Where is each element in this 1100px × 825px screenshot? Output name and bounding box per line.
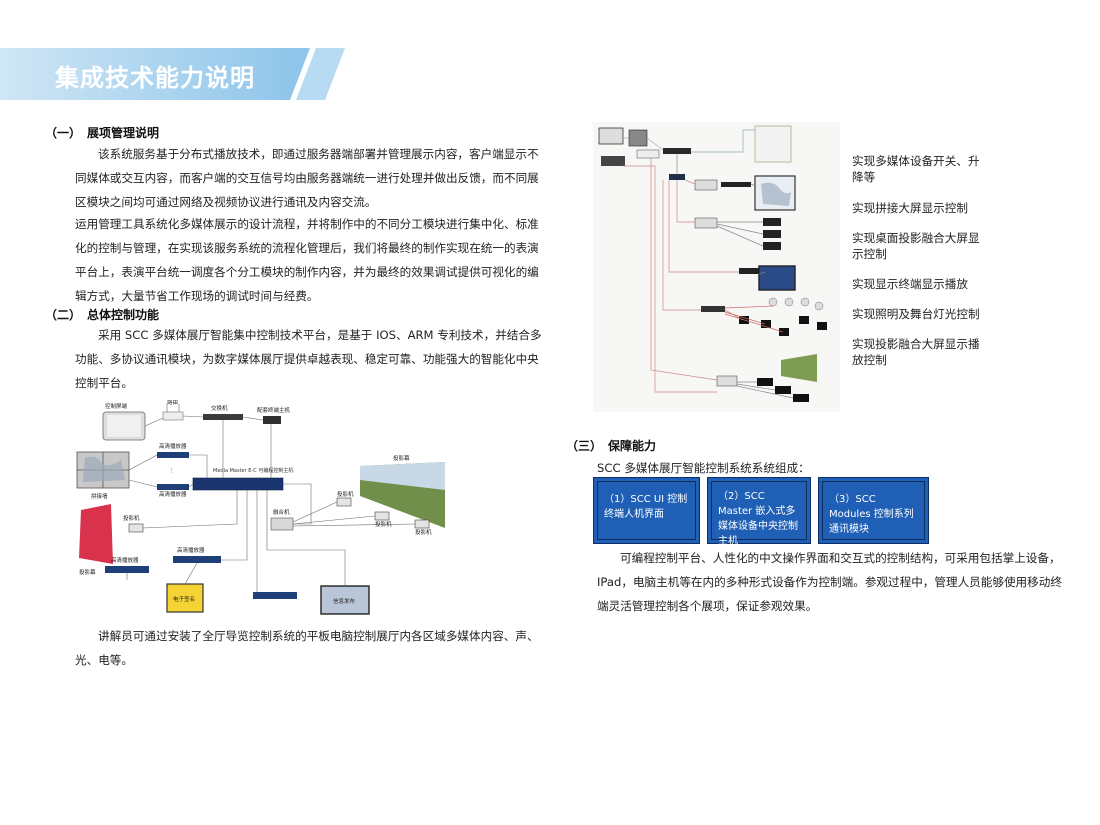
hd-player-1-icon <box>157 452 189 458</box>
projector-1-icon <box>336 497 352 507</box>
hd-player-2-icon <box>157 484 189 490</box>
projection-screen-icon <box>754 125 792 163</box>
label-projector-4: 投影机 <box>123 514 140 522</box>
label-hd-player-1: 高清播放器 <box>159 442 187 450</box>
fusion-projectors-icon <box>757 378 809 402</box>
label-fusion: 融合机 <box>273 508 290 516</box>
section-2-heading: （二） 总体控制功能 <box>45 306 159 323</box>
label-splice-wall: 拼接墙 <box>91 492 108 500</box>
label-projector-1: 投影机 <box>337 490 354 498</box>
component-box-master-text: （2）SCC Master 嵌入式多媒体设备中央控制主机 <box>711 481 807 547</box>
label-projector-3: 投影机 <box>415 528 432 536</box>
tablet-icon-right <box>598 127 624 145</box>
label-projector-screen-left: 投影幕 <box>79 568 96 576</box>
cable-lines <box>126 415 416 592</box>
system-diagram-right <box>593 122 840 412</box>
section-2-title: 总体控制功能 <box>87 308 160 322</box>
component-box-modules: （3）SCC Modules 控制系列通讯模块 <box>818 477 929 544</box>
media-master-icon <box>192 477 284 491</box>
system-diagram-left: 控制屏端 路由 交换机 配套终端主机 拼接墙 高清播放器 ⋮ 高清播放器 Med… <box>75 400 445 620</box>
label-hd-player-2: 高清播放器 <box>159 490 187 498</box>
router-icon-right <box>636 149 660 159</box>
label-projector-screen-top: 投影幕 <box>393 454 410 462</box>
section-2-paragraph-2: 讲解员可通过安装了全厅导览控制系统的平板电脑控制展厅内各区域多媒体内容、声、光、… <box>75 629 539 667</box>
header-banner <box>0 48 345 100</box>
label-switch: 交换机 <box>211 404 228 412</box>
label-control-screen: 控制屏端 <box>105 402 128 410</box>
player-box-2-icon <box>694 217 718 229</box>
switch-icon <box>203 414 243 420</box>
label-hd-player-4: 高清播放器 <box>177 546 205 554</box>
label-router: 路由 <box>167 400 178 406</box>
right-caption-4: 实现显示终端显示播放 <box>852 277 968 291</box>
section-3-number: （三） <box>566 439 603 453</box>
section-3-title: 保障能力 <box>608 439 657 453</box>
projector-4-icon <box>128 523 144 533</box>
section-3-paragraph: 可编程控制平台、人性化的中文操作界面和交互式的控制结构，可采用包括掌上设备，IP… <box>597 551 1062 613</box>
projection-screen-red-icon <box>79 504 113 564</box>
lighting-icons <box>768 297 824 311</box>
monitor-icon <box>628 129 648 147</box>
label-info-release: 信息发布 <box>333 597 356 605</box>
label-hd-player-3: 高清播放器 <box>111 556 139 564</box>
hd-player-5-icon <box>253 592 297 599</box>
right-caption-5: 实现照明及舞台灯光控制 <box>852 307 980 321</box>
terminal-host-icon <box>263 416 281 424</box>
component-box-master: （2）SCC Master 嵌入式多媒体设备中央控制主机 <box>707 477 811 547</box>
computer-icon <box>601 156 625 166</box>
projector-3-icon <box>414 519 430 529</box>
map-shape <box>761 182 791 206</box>
cable-lines-right <box>623 129 794 399</box>
section-2-number: （二） <box>45 308 82 322</box>
label-e-signboard: 电子签名 <box>173 595 195 603</box>
page-title: 集成技术能力说明 <box>55 64 255 92</box>
component-box-ui: （1）SCC UI 控制终端人机界面 <box>593 477 700 544</box>
display-terminal-icon <box>758 265 796 291</box>
component-box-modules-text: （3）SCC Modules 控制系列通讯模块 <box>822 481 925 540</box>
section-1-paragraph-1: 该系统服务基于分布式播放技术，即通过服务器端部署并管理展示内容，客户端显示不同媒… <box>75 147 539 209</box>
ellipsis-dots: ⋮ <box>169 468 175 474</box>
dimmer-icon <box>701 306 725 312</box>
fusion-screen-icon <box>781 354 817 382</box>
label-projector-2: 投影机 <box>375 520 392 528</box>
splice-wall-icon <box>76 451 130 489</box>
landscape-screen-icon <box>360 462 445 528</box>
section-3-heading: （三） 保障能力 <box>566 437 656 454</box>
right-caption-1: 实现多媒体设备开关、升降等 <box>852 154 980 184</box>
section-1-heading: （一） 展项管理说明 <box>45 124 159 141</box>
player-box-3-icon <box>739 268 765 274</box>
fusion-icon <box>270 517 294 531</box>
switch-icon-right <box>663 148 691 154</box>
hd-player-4-icon <box>173 556 221 563</box>
right-caption-2: 实现拼接大屏显示控制 <box>852 201 968 215</box>
projector-2-icon <box>374 511 390 521</box>
section-3-intro: SCC 多媒体展厅智能控制系统系统组成： <box>597 461 810 475</box>
e-signboard-icon <box>166 583 204 613</box>
label-media-master: Media Master E-C 可编程控制主机 <box>213 467 293 474</box>
component-box-ui-text: （1）SCC UI 控制终端人机界面 <box>597 481 696 540</box>
player-box-1-icon <box>694 179 718 191</box>
controller-icon <box>669 174 685 180</box>
section-1-number: （一） <box>45 126 82 140</box>
right-caption-6: 实现投影融合大屏显示播放控制 <box>852 337 980 367</box>
projector-stack-icon <box>763 218 781 250</box>
section-1-paragraph-2: 运用管理工具系统化多媒体展示的设计流程，并将制作中的不同分工模块进行集中化、标准… <box>75 217 539 303</box>
label-terminal-host: 配套终端主机 <box>257 406 291 414</box>
fusion-box-icon <box>716 375 738 387</box>
hd-player-3-icon <box>105 566 149 573</box>
switcher-1-icon <box>721 182 751 187</box>
section-1-title: 展项管理说明 <box>87 126 160 140</box>
right-caption-3: 实现桌面投影融合大屏显示控制 <box>852 231 980 261</box>
tablet-icon <box>102 411 146 441</box>
section-2-paragraph-1: 采用 SCC 多媒体展厅智能集中控制技术平台，是基于 IOS、ARM 专利技术，… <box>75 328 542 390</box>
